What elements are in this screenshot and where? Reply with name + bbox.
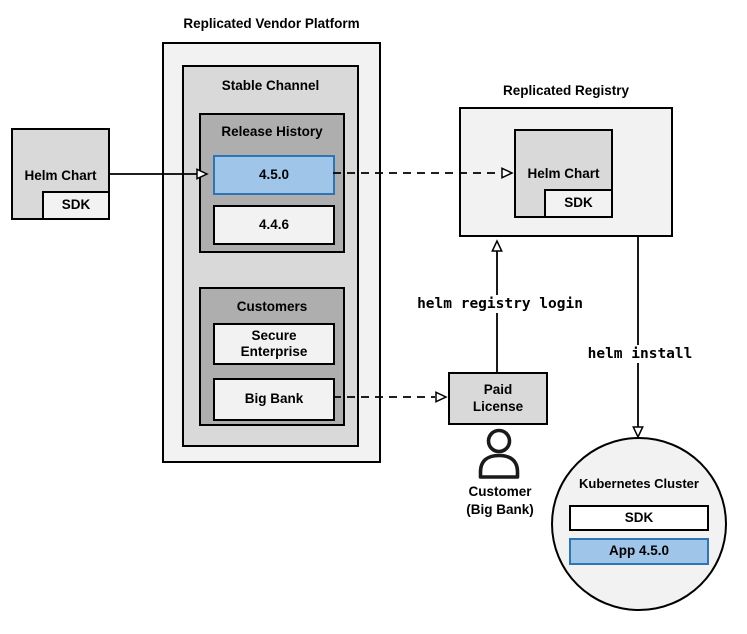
- customers-title: Customers: [236, 299, 308, 314]
- customer-item-big-bank[interactable]: Big Bank: [213, 378, 335, 421]
- customer-caption-line1: Customer: [468, 484, 532, 499]
- stable-channel-box: Stable Channel Release History 4.5.0 4.4…: [182, 65, 359, 447]
- helm-chart-source-label: Helm Chart: [24, 168, 97, 183]
- registry-title: Replicated Registry: [502, 83, 630, 98]
- customers-box: Customers Secure Enterprise Big Bank: [199, 287, 345, 426]
- registry-box: Helm Chart SDK: [459, 107, 673, 237]
- sdk-label: SDK: [564, 195, 593, 211]
- release-item-446[interactable]: 4.4.6: [213, 205, 335, 245]
- cluster-app-label: App 4.5.0: [608, 543, 670, 559]
- release-history-box: Release History 4.5.0 4.4.6: [199, 113, 345, 253]
- vendor-platform-title: Replicated Vendor Platform: [183, 16, 360, 31]
- release-history-title: Release History: [221, 124, 323, 139]
- kubernetes-cluster-title: Kubernetes Cluster: [579, 476, 699, 491]
- registry-helm-chart-label: Helm Chart: [527, 166, 600, 181]
- helm-chart-source-box: Helm Chart SDK: [11, 128, 110, 220]
- release-version-label: 4.4.6: [258, 216, 290, 232]
- release-version-label: 4.5.0: [258, 166, 290, 182]
- registry-helm-chart-sdk-box: SDK: [544, 189, 613, 218]
- paid-license-label: Paid License: [472, 382, 524, 414]
- registry-helm-chart-box: Helm Chart SDK: [514, 129, 613, 218]
- helm-chart-source-sdk-box: SDK: [42, 191, 110, 220]
- stable-channel-title: Stable Channel: [221, 78, 320, 93]
- helm-install-command: helm install: [573, 345, 707, 363]
- customer-item-secure-enterprise[interactable]: Secure Enterprise: [213, 323, 335, 365]
- customer-caption-line2: (Big Bank): [466, 502, 534, 518]
- customer-caption: Customer (Big Bank): [430, 483, 570, 519]
- customer-name-label: Big Bank: [244, 391, 304, 407]
- cluster-sdk-box: SDK: [569, 505, 709, 531]
- kubernetes-cluster-circle: Kubernetes Cluster SDK App 4.5.0: [551, 437, 727, 611]
- arrow-registry-to-cluster: [632, 237, 644, 439]
- paid-license-box[interactable]: Paid License: [448, 372, 548, 425]
- release-item-450[interactable]: 4.5.0: [213, 155, 335, 195]
- sdk-label: SDK: [61, 197, 91, 213]
- customer-person-icon: [478, 428, 520, 479]
- vendor-platform-box: Stable Channel Release History 4.5.0 4.4…: [162, 42, 381, 463]
- cluster-app-box: App 4.5.0: [569, 538, 709, 565]
- customer-name-label: Secure Enterprise: [240, 327, 308, 359]
- sdk-label: SDK: [624, 509, 654, 525]
- helm-registry-login-command: helm registry login: [398, 295, 602, 313]
